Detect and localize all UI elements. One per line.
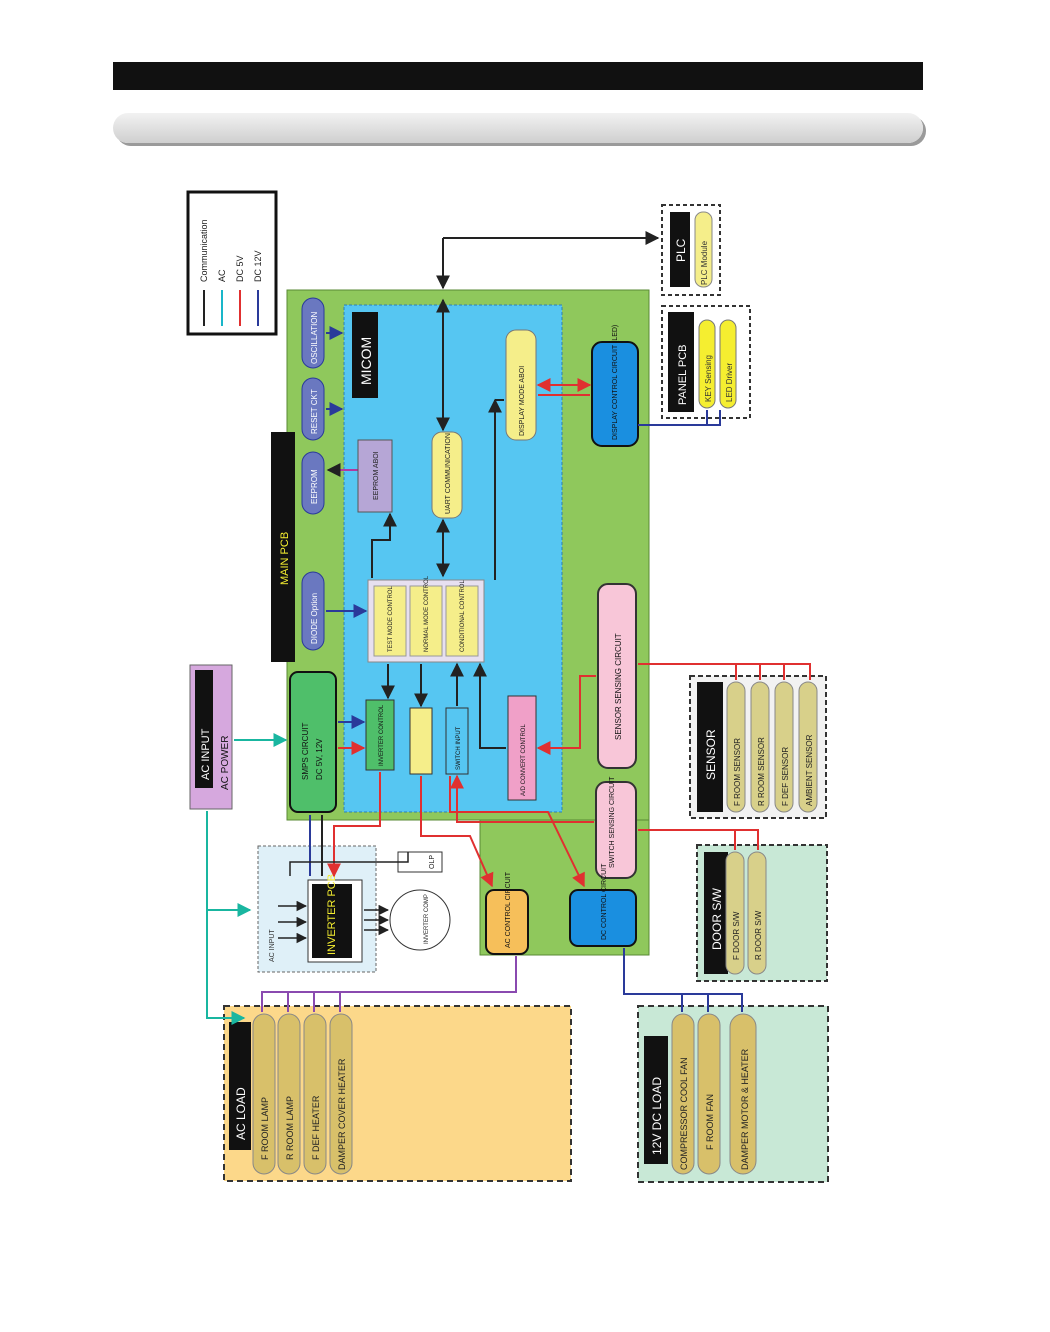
reset-ckt-pill bbox=[301, 377, 325, 441]
uart-label: UART COMMUNICATION bbox=[445, 433, 452, 514]
dc-load-group: 12V DC LOAD COMPRESSOR COOL FAN F ROOM F… bbox=[637, 1005, 829, 1183]
legend-ac: AC bbox=[217, 269, 227, 282]
eeprom-pill bbox=[301, 451, 325, 515]
legend-dc5v: DC 5V bbox=[235, 255, 245, 282]
uart-box bbox=[431, 431, 463, 519]
sensor-group: SENSOR F ROOM SENSOR R ROOM SENSOR F DEF… bbox=[689, 675, 827, 819]
connectors bbox=[206, 231, 811, 1025]
door-item-1: R DOOR S/W bbox=[754, 910, 763, 960]
inverter-comp-label: INVERTER COMP bbox=[424, 894, 430, 944]
sensor-item-0: F ROOM SENSOR bbox=[733, 738, 742, 806]
header-bar bbox=[113, 62, 923, 90]
ad-convert-label: A/D CONVERT CONTROL bbox=[521, 724, 527, 796]
panel-pcb-block: PANEL PCB KEY Sensing LED Driver bbox=[661, 305, 751, 419]
normal-mode-label: NORMAL MODE CONTROL bbox=[424, 575, 430, 652]
ac-input-title: AC INPUT bbox=[200, 728, 212, 780]
dc-load-title: 12V DC LOAD bbox=[650, 1077, 664, 1155]
switch-sensing-box bbox=[595, 781, 637, 879]
switch-sensing-label: SWITCH SENSING CIRCUIT bbox=[609, 776, 616, 868]
dc-load-item-2: DAMPER MOTOR & HEATER bbox=[740, 1048, 750, 1170]
sensor-item-1: R ROOM SENSOR bbox=[757, 737, 766, 806]
sensor-item-3: AMBIENT SENSOR bbox=[805, 734, 814, 806]
main-pcb-label: MAIN PCB bbox=[279, 532, 291, 585]
diode-option-pill bbox=[301, 571, 325, 651]
eeprom-label: EEPROM bbox=[310, 469, 319, 504]
sensor-sensing-box bbox=[597, 583, 637, 769]
micom-label: MICOM bbox=[358, 337, 374, 385]
sensor-item-2: F DEF SENSOR bbox=[781, 747, 790, 806]
display-control-label: DISPLAY CONTROL CIRCUIT (LED) bbox=[612, 325, 619, 440]
reset-ckt-label: RESET CKT bbox=[310, 389, 319, 434]
section-title-bar bbox=[113, 113, 923, 143]
diode-option-label: DIODE Option bbox=[310, 593, 319, 644]
ac-load-group: AC LOAD F ROOM LAMP R ROOM LAMP F DEF HE… bbox=[223, 1005, 572, 1182]
display-mode-label: DISPLAY MODE ABOI bbox=[519, 366, 526, 436]
olp-label: OLP bbox=[429, 855, 436, 869]
switch-input-label: SWITCH INPUT bbox=[456, 726, 462, 770]
main-pcb-tab bbox=[271, 432, 295, 662]
smps-label: SMPS CIRCUIT bbox=[301, 723, 310, 780]
led-driver-label: LED Driver bbox=[725, 363, 734, 402]
inverter-ac-input-label: AC INPUT bbox=[269, 929, 276, 962]
ac-load-item-1: R ROOM LAMP bbox=[285, 1096, 295, 1160]
switch-input-box bbox=[445, 707, 469, 775]
inverter-comp-circle bbox=[389, 889, 451, 951]
test-mode-box bbox=[373, 585, 407, 657]
sensor-sensing-label: SENSOR SENSING CIRCUIT bbox=[614, 633, 623, 740]
ad-convert-box bbox=[507, 695, 537, 801]
micom-tab bbox=[352, 312, 378, 398]
dc-load-item-0: COMPRESSOR COOL FAN bbox=[679, 1057, 689, 1170]
dc-control-box bbox=[569, 889, 637, 947]
eeprom-aboi-box bbox=[357, 439, 393, 513]
ac-input-sub: AC POWER bbox=[220, 736, 231, 790]
dc-load-item-1: F ROOM FAN bbox=[705, 1094, 715, 1150]
sensor-title: SENSOR bbox=[704, 729, 718, 780]
ac-control-label: AC CONTROL CIRCUIT bbox=[505, 871, 512, 948]
smps-box bbox=[289, 671, 337, 813]
plc-label: PLC bbox=[674, 238, 688, 262]
ac-load-item-3: DAMPER COVER HEATER bbox=[337, 1058, 347, 1170]
legend-dc12v: DC 12V bbox=[253, 250, 263, 282]
smps-sub: DC 5V, 12V bbox=[315, 738, 324, 780]
inverter-control-box bbox=[365, 699, 395, 771]
ac-input-block: AC INPUT AC POWER bbox=[189, 664, 233, 810]
test-mode-label: TEST MODE CONTROL bbox=[388, 585, 394, 652]
plc-module-label: PLC Module bbox=[700, 240, 709, 285]
legend: Communication AC DC 5V DC 12V bbox=[186, 190, 278, 336]
panel-pcb-label: PANEL PCB bbox=[677, 344, 689, 405]
door-item-0: F DOOR S/W bbox=[732, 911, 741, 960]
ac-load-item-2: F DEF HEATER bbox=[311, 1095, 321, 1160]
normal-mode-box bbox=[409, 585, 443, 657]
ac-load-item-0: F ROOM LAMP bbox=[260, 1097, 270, 1160]
load-control-box bbox=[409, 707, 433, 775]
oscillation-label: OSCILLATION bbox=[310, 311, 319, 364]
key-sensing-label: KEY Sensing bbox=[704, 355, 713, 402]
inverter-control-label: INVERTER CONTROL bbox=[379, 704, 385, 766]
eeprom-aboi-label: EEPROM ABOI bbox=[373, 451, 380, 500]
display-mode-box bbox=[505, 329, 537, 441]
plc-block: PLC PLC Module bbox=[661, 204, 721, 296]
door-title: DOOR S/W bbox=[710, 887, 724, 950]
door-switch-group: DOOR S/W F DOOR S/W R DOOR S/W bbox=[696, 844, 828, 982]
inverter-pcb-label: INVERTER PCB bbox=[326, 874, 338, 955]
legend-communication: Communication bbox=[199, 219, 209, 282]
ac-control-box bbox=[485, 889, 529, 955]
display-control-box bbox=[591, 341, 639, 447]
conditional-box bbox=[445, 585, 479, 657]
dc-control-label: DC CONTROL CIRCUIT bbox=[601, 863, 608, 940]
conditional-label: CONDITIONAL CONTROL bbox=[460, 580, 466, 652]
ac-load-title: AC LOAD bbox=[234, 1087, 248, 1140]
inverter-area: INVERTER PCB AC INPUT OLP INVERTER COMP bbox=[257, 845, 451, 973]
oscillation-pill bbox=[301, 297, 325, 369]
